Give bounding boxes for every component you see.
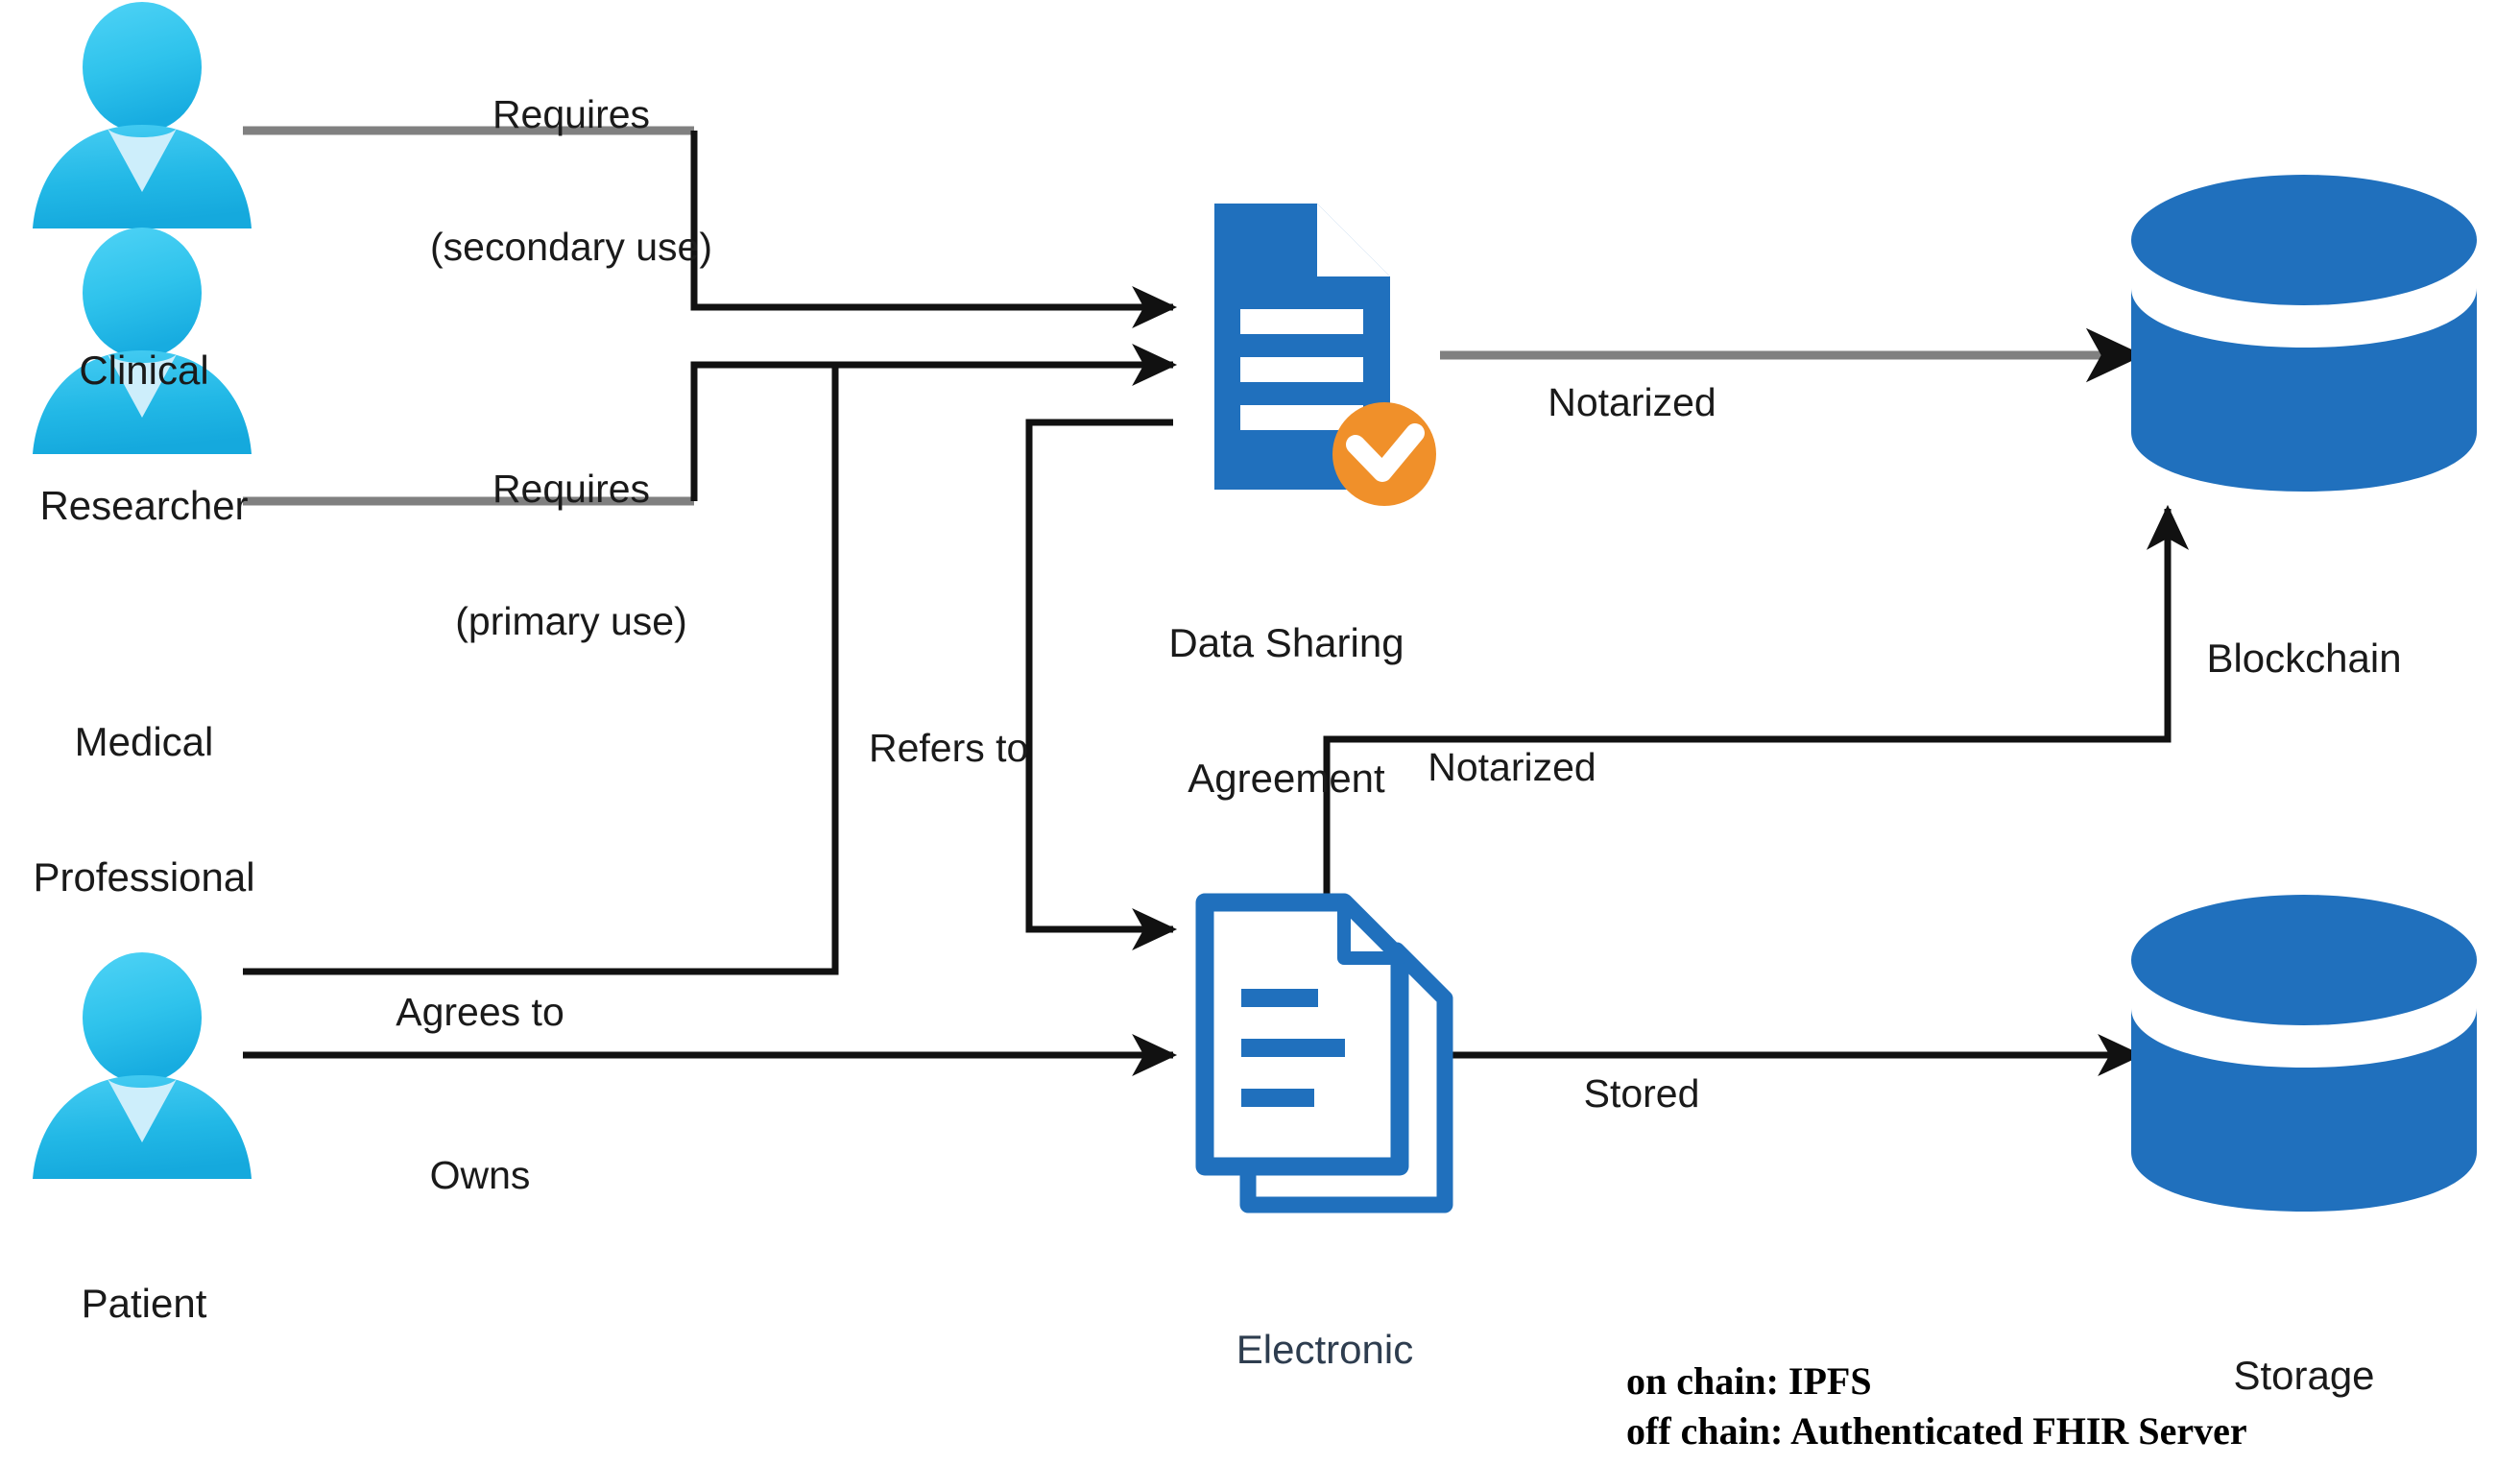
node-label-line1: Electronic (1236, 1327, 1414, 1373)
edge-label-line1: Owns (429, 1152, 531, 1197)
edge-label-agrees-to: Agrees to (307, 902, 653, 1123)
node-label-line2: Agreement (1188, 756, 1385, 802)
node-label-line1: Storage (2233, 1353, 2375, 1399)
edge-label-line1: Refers to (869, 725, 1029, 770)
node-label-medical-professional: Medical Professional (0, 629, 288, 990)
edge-label-notarized-ehr: Notarized (1349, 658, 1675, 878)
edge-label-line1: Notarized (1428, 744, 1596, 789)
node-label-line1: Data Sharing (1168, 620, 1404, 666)
edge-refers-to (1025, 419, 1178, 951)
node-label-line2: Researcher (39, 483, 249, 529)
edge-label-requires-primary: Requires (primary use) (350, 379, 792, 732)
edge-requires-primary (243, 343, 1178, 506)
node-label-storage: Storage (2102, 1262, 2506, 1465)
edge-label-line2: (secondary use) (430, 224, 712, 269)
signed-document-icon (1214, 204, 1436, 506)
edge-label-line1: Notarized (1548, 379, 1716, 424)
node-label-line2: Professional (33, 854, 255, 901)
edge-label-stored: Stored (1517, 984, 1766, 1205)
node-label-electronic-health-records: Electronic Health Records (1056, 1237, 1594, 1465)
edge-notarized-ehr (1323, 504, 2190, 922)
edge-label-line1: Requires (492, 466, 651, 511)
person-icon (33, 2, 252, 228)
node-label-blockchain: Blockchain (2102, 545, 2506, 771)
node-label-line1: Clinical (79, 348, 209, 394)
database-cylinder-icon (2131, 175, 2477, 492)
node-label-line1: Blockchain (2206, 636, 2402, 682)
node-label-patient: Patient (0, 1190, 288, 1416)
edge-label-refers-to: Refers to (869, 638, 1186, 859)
node-label-line1: Medical (74, 719, 214, 765)
person-icon (33, 952, 252, 1179)
edge-label-line2: (primary use) (455, 598, 687, 643)
edge-label-notarized-agreement: Notarized (1469, 293, 1795, 514)
note-on-chain: on chain: IPFS (1626, 1359, 1872, 1403)
node-label-data-sharing-agreement: Data Sharing Agreement (1066, 530, 1507, 891)
edge-label-requires-secondary: Requires (secondary use) (341, 5, 802, 357)
edge-label-line1: Stored (1583, 1070, 1700, 1116)
node-label-clinical-researcher: Clinical Researcher (0, 257, 288, 618)
edge-agrees-to (243, 365, 839, 975)
person-icon (33, 228, 252, 454)
edge-label-line1: Agrees to (396, 989, 564, 1034)
node-label-line2: Health Records (1056, 1462, 1594, 1465)
edge-label-line1: Requires (492, 91, 651, 136)
documents-stack-icon (1195, 893, 1453, 1213)
node-label-line1: Patient (81, 1281, 207, 1327)
edge-label-owns: Owns (307, 1066, 653, 1286)
note-off-chain: off chain: Authenticated FHIR Server (1626, 1409, 2247, 1453)
edge-requires-secondary (243, 126, 1178, 329)
database-cylinder-icon (2131, 895, 2477, 1212)
